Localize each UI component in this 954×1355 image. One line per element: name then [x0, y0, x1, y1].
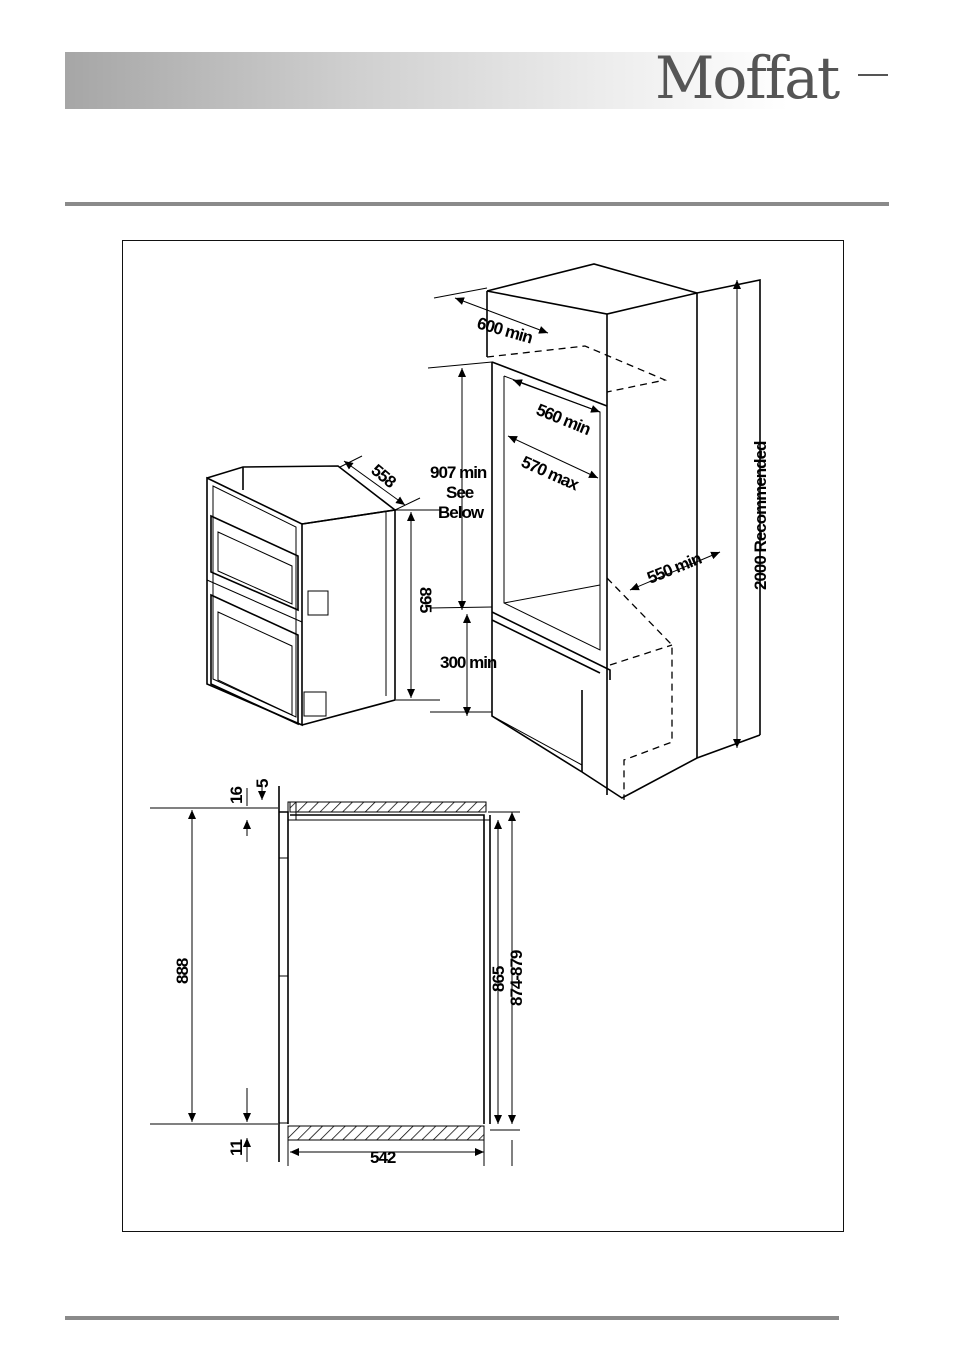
section-view: [279, 786, 490, 1162]
section-dimensions: 888 16 5 11 542 865 874-879: [150, 779, 526, 1167]
oven-dimensions: 558 895: [340, 456, 440, 700]
dim-907-line2: See: [446, 483, 474, 502]
dim-570-label: 570 max: [518, 452, 582, 494]
dim-558-label: 558: [367, 461, 399, 492]
dim-542-label: 542: [370, 1148, 396, 1167]
dim-550-label: 550 min: [644, 549, 704, 588]
footer-rule: [65, 1316, 839, 1320]
oven-unit: [207, 466, 395, 725]
dim-11-label: 11: [227, 1139, 246, 1156]
dim-2000-label: 2000 Recommended: [751, 441, 770, 590]
dim-5-label: 5: [253, 779, 272, 788]
dim-907-line1: 907 min: [430, 463, 487, 482]
dim-865-label: 865: [489, 966, 508, 992]
dim-874-879-label: 874-879: [507, 950, 526, 1006]
dim-907-line3: Below: [438, 503, 485, 522]
dim-300-label: 300 min: [440, 653, 497, 672]
dim-895-label: 895: [416, 587, 435, 613]
dim-16-label: 16: [227, 787, 246, 804]
dim-888-label: 888: [173, 958, 192, 984]
dim-600-label: 600 min: [475, 314, 535, 348]
cabinet-dimensions: 600 min 560 min 570 max 907 min See Belo…: [428, 280, 770, 748]
